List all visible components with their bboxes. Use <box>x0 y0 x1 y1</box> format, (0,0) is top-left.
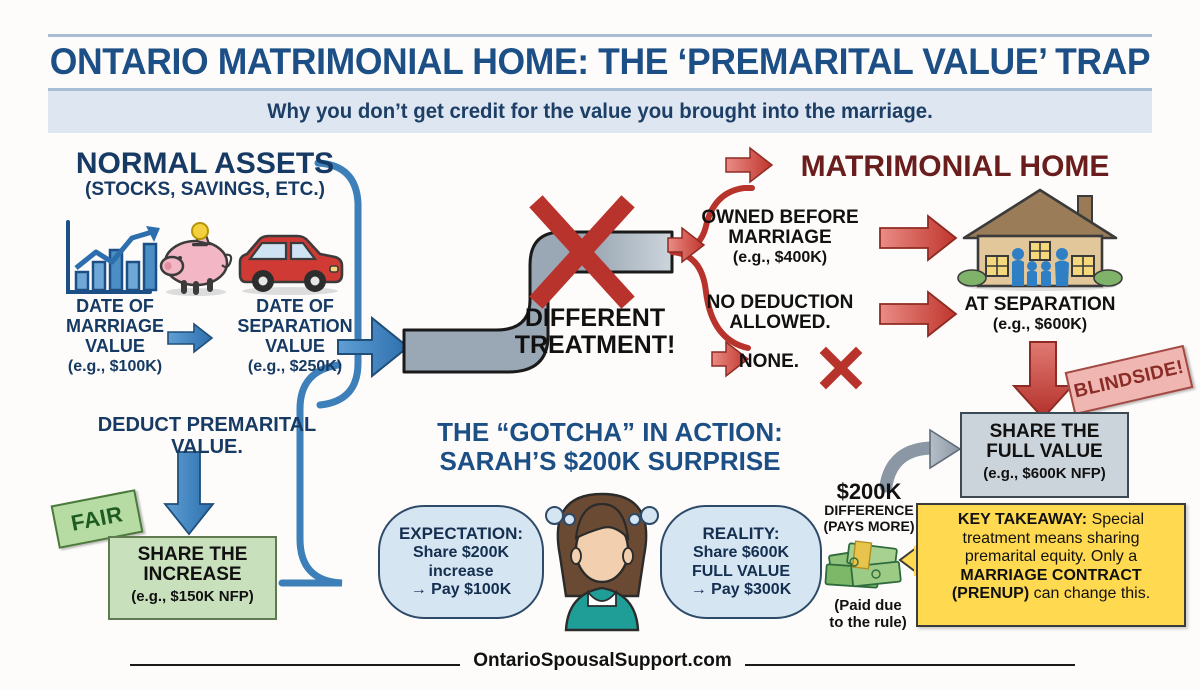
difference-label-line1: DIFFERENCE <box>824 502 914 518</box>
separation-down-arrow <box>1011 341 1075 420</box>
deduct-premarital-note: DEDUCT PREMARITAL VALUE. <box>97 414 317 459</box>
no-deduction-allowed-label: NO DEDUCTION ALLOWED. <box>706 292 854 334</box>
expectation-bubble-line-2: increase <box>428 562 494 580</box>
at-separation-block: AT SEPARATION (e.g., $600K) <box>950 294 1130 334</box>
normal-assets-subheading: (STOCKS, SAVINGS, ETC.) <box>85 179 325 200</box>
share-the-increase-title: SHARE THE INCREASE <box>137 544 248 585</box>
gotcha-title-line1: THE “GOTCHA” IN ACTION: <box>437 417 783 447</box>
at-separation-value: (e.g., $600K) <box>992 316 1088 334</box>
different-treatment-label: DIFFERENT TREATMENT! <box>514 304 676 359</box>
header-rule-bottom <box>48 88 1152 91</box>
key-takeaway-box: KEY TAKEAWAY: Special treatment means sh… <box>916 503 1186 627</box>
arrow-nodeduction-to-separation <box>879 290 958 338</box>
page-title: ONTARIO MATRIMONIAL HOME: THE ‘PREMARITA… <box>49 40 1151 82</box>
date-of-separation-label: DATE OF SEPARATION VALUE <box>237 296 353 357</box>
key-takeaway-body1: Special <box>1087 511 1145 528</box>
expectation-bubble-head: EXPECTATION: <box>398 524 524 544</box>
page-subtitle: Why you don’t get credit for the value y… <box>267 100 933 123</box>
money-to-share-arrow <box>879 428 962 493</box>
key-takeaway-emphasis2: (PRENUP) <box>951 585 1030 603</box>
footer-divider-right <box>745 664 1075 666</box>
key-takeaway-emphasis1: MARRIAGE CONTRACT <box>960 566 1142 584</box>
share-the-full-value-title: SHARE THE FULL VALUE <box>986 421 1103 462</box>
blindside-tag: BLINDSIDE! <box>1064 344 1194 416</box>
piggy-bank-icon <box>159 222 233 296</box>
expectation-bubble-dot-large <box>545 506 564 525</box>
red-x-icon-center <box>529 195 635 309</box>
cash-stack-icon <box>824 540 902 589</box>
arrow-owned-to-house <box>879 214 958 262</box>
none-label: NONE. <box>738 351 800 372</box>
reality-bubble-line-2: FULL VALUE <box>691 562 791 580</box>
gotcha-section-title: THE “GOTCHA” IN ACTION: SARAH’S $200K SU… <box>410 418 810 475</box>
share-the-increase-box: SHARE THE INCREASE (e.g., $150K NFP) <box>108 536 277 620</box>
expectation-thought-bubble: EXPECTATION: Share $200K increase → Pay … <box>378 505 544 619</box>
growth-chart-icon <box>66 220 160 294</box>
header-rule-top <box>48 34 1152 37</box>
reality-bubble-line-1: Share $600K <box>692 544 790 562</box>
none-red-x-icon <box>819 346 863 390</box>
blindside-tag-label: BLINDSIDE! <box>1072 356 1186 403</box>
reality-bubble-head: REALITY: <box>702 524 780 544</box>
key-takeaway-body3: premarital equity. Only a <box>964 548 1138 566</box>
expectation-bubble-line-3: → Pay $100K <box>410 581 512 599</box>
footer-divider-left <box>130 664 460 666</box>
footer-site-name: OntarioSpousalSupport.com <box>473 650 732 671</box>
share-the-increase-value: (e.g., $150K NFP) <box>131 587 254 605</box>
difference-label-line2: (PAYS MORE) <box>823 518 915 534</box>
reality-bubble-line-3: → Pay $300K <box>690 581 792 599</box>
subtitle-bar: Why you don’t get credit for the value y… <box>48 91 1152 133</box>
arrow-to-matrimonial-home <box>725 146 774 184</box>
difference-amount: $200K <box>836 479 902 504</box>
date-of-separation-value: (e.g., $250K) <box>247 358 343 376</box>
key-takeaway-body4: can change this. <box>1029 585 1151 603</box>
share-the-full-value-box: SHARE THE FULL VALUE (e.g., $600K NFP) <box>960 412 1129 498</box>
house-with-family-icon <box>957 188 1123 291</box>
date-of-marriage-value: (e.g., $100K) <box>67 358 163 376</box>
share-the-full-value-value: (e.g., $600K NFP) <box>983 464 1106 482</box>
deduct-down-arrow <box>163 451 215 536</box>
matrimonial-home-heading: MATRIMONIAL HOME <box>800 150 1110 183</box>
fair-tag-label: FAIR <box>68 501 125 536</box>
paid-due-note: (Paid due to the rule) <box>829 597 907 632</box>
owned-before-marriage-value: (e.g., $400K) <box>732 249 828 267</box>
reality-thought-bubble: REALITY: Share $600K FULL VALUE → Pay $3… <box>660 505 822 619</box>
date-of-separation-block: DATE OF SEPARATION VALUE (e.g., $250K) <box>225 296 365 376</box>
date-of-marriage-block: DATE OF MARRIAGE VALUE (e.g., $100K) <box>50 296 180 376</box>
expectation-bubble-line-1: Share $200K <box>412 544 510 562</box>
normal-assets-heading: NORMAL ASSETS <box>75 147 335 180</box>
reality-bubble-dot-small <box>628 513 641 526</box>
key-takeaway-lead: KEY TAKEAWAY: <box>957 511 1088 528</box>
date-of-marriage-label: DATE OF MARRIAGE VALUE <box>66 296 164 357</box>
at-separation-label: AT SEPARATION <box>964 294 1116 315</box>
car-icon <box>238 234 344 295</box>
reality-bubble-dot-large <box>640 506 659 525</box>
expectation-bubble-dot-small <box>563 513 576 526</box>
owned-before-marriage-block: OWNED BEFORE MARRIAGE (e.g., $400K) <box>690 207 870 267</box>
owned-before-marriage-label: OWNED BEFORE MARRIAGE <box>701 207 859 249</box>
gotcha-title-line2: SARAH’S $200K SURPRISE <box>439 445 781 476</box>
key-takeaway-body2: treatment means sharing <box>962 529 1140 547</box>
